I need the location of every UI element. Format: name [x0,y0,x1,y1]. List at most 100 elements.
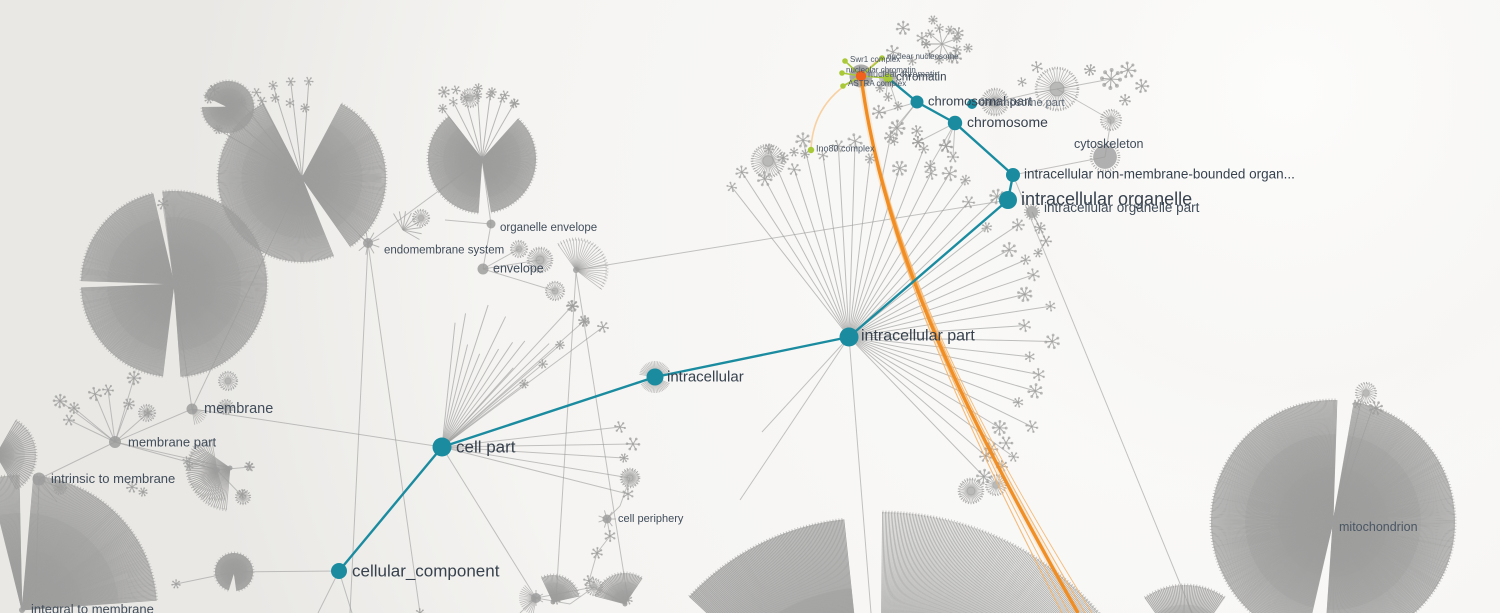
asterisk-cluster [473,83,483,93]
asterisk-cluster [864,153,876,164]
node-intracellular-non-membrane-bounded-organelle[interactable] [1006,168,1020,182]
path-edge [441,375,656,449]
asterisk-cluster [67,401,81,415]
asterisk-cluster [438,86,450,98]
asterisk-cluster [1027,268,1040,282]
asterisk-cluster [223,109,233,120]
asterisk-cluster [126,370,142,386]
cluster-fan-left-edge-fan [0,419,38,491]
asterisk-cluster [871,104,887,119]
asterisk-cluster [963,43,973,53]
asterisk-cluster [204,94,214,104]
asterisk-cluster [885,44,901,60]
path-edge [654,335,850,379]
label-ino80-complex: Ino80 complex [816,144,875,154]
label-cell-part: cell part [456,438,516,457]
node-intracellular[interactable] [646,368,664,386]
asterisk-cluster [895,20,911,35]
asterisk-cluster [1018,318,1032,333]
asterisk-cluster [1083,63,1097,77]
labels: cellular_component cell part intracellular… [31,52,1418,613]
asterisk-cluster [590,546,603,559]
node-astra-complex[interactable] [840,83,846,89]
asterisk-cluster [817,149,829,161]
asterisk-cluster [924,49,935,59]
gray-node[interactable] [225,104,231,110]
label-chromatin: chromatin [896,72,947,84]
asterisk-cluster [257,96,267,106]
rosette-cluster [980,87,1010,117]
asterisk-cluster [510,98,520,108]
label-chromosome: chromosome [967,114,1048,130]
asterisk-cluster [831,139,846,153]
asterisk-cluster [62,414,76,426]
asterisk-cluster [303,76,314,86]
asterisk-cluster [1017,77,1027,87]
asterisk-cluster [789,147,799,157]
asterisk-cluster [959,174,971,186]
label-membrane: membrane [204,401,273,417]
path-edge [338,446,443,572]
asterisk-cluster [924,29,935,39]
asterisk-cluster [138,487,148,497]
asterisk-cluster [1008,451,1020,462]
asterisk-cluster [912,135,924,148]
label-nuclear-nucleosome: nuclear nucleosome [887,52,959,61]
label-nucleolar-chromatin: nucleolar chromatin [846,66,916,75]
asterisk-cluster [184,461,194,471]
asterisk-cluster [1027,383,1043,399]
asterisk-cluster [451,85,461,95]
node-nuclear-nucleosome[interactable] [879,55,885,61]
asterisk-cluster [597,321,609,333]
label-intracellular-non-membrane-bounded-organelle: intracellular non-membrane-bounded organ… [1024,167,1295,182]
label-intracellular-organelle-part: intracellular organelle part [1044,200,1200,215]
asterisk-cluster [1012,397,1024,408]
cluster-fan-fan-organelle [426,115,538,215]
node-chromosome[interactable] [947,115,963,131]
node-chromatin[interactable] [883,73,893,83]
background-graph [0,15,1457,613]
node-cell-part[interactable] [432,437,452,457]
path-edge [916,100,956,125]
cluster-fan-fan-intrinsic [186,443,231,512]
asterisk-cluster [448,96,458,107]
cluster-fan-pacman [213,551,255,593]
node-nucleolar-chromatin[interactable] [839,70,845,76]
asterisk-cluster [924,166,938,180]
path-edge [954,122,1014,176]
cluster-fan-fan-topleft-big [216,101,388,264]
asterisk-cluster [171,579,181,589]
cluster-fan-bottom-right-edge [1143,583,1227,613]
asterisk-cluster [889,136,899,146]
node-cellular-component[interactable] [331,563,347,579]
nodes [331,55,1020,579]
node-nuclear-chromatin[interactable] [855,70,867,82]
asterisk-cluster [285,98,295,108]
rosette-cluster [509,239,529,259]
node-ino80-complex[interactable] [807,146,815,154]
asterisk-cluster [437,103,448,114]
label-cellular-component: cellular_component [352,562,500,581]
rosette-cluster [217,370,239,392]
cluster-fan-bottom-center-left [688,517,855,613]
asterisk-cluster [726,181,738,193]
asterisk-cluster [800,149,810,159]
label-intrinsic-to-membrane: intrinsic to membrane [51,471,175,486]
label-chromosomal-part: chromosomal part [928,94,1032,109]
asterisk-cluster [911,124,924,137]
gray-node[interactable] [19,607,25,613]
asterisk-cluster [604,529,616,543]
node-intracellular-part[interactable] [839,327,859,347]
node-chromosome-part[interactable] [967,99,977,109]
cluster-fan-bottomleft-corner [0,473,159,611]
node-intracellular-organelle[interactable] [999,191,1017,209]
asterisk-cluster [946,151,960,163]
rosette-cluster [526,246,554,274]
label-mitochondrion: mitochondrion [1339,520,1418,534]
asterisk-cluster [1031,60,1043,74]
asterisk-cluster [893,101,903,111]
asterisk-cluster [998,436,1014,450]
node-swr1-complex[interactable] [842,58,848,64]
label-cell-periphery: cell periphery [618,513,684,525]
node-chromosomal-part[interactable] [910,95,924,109]
